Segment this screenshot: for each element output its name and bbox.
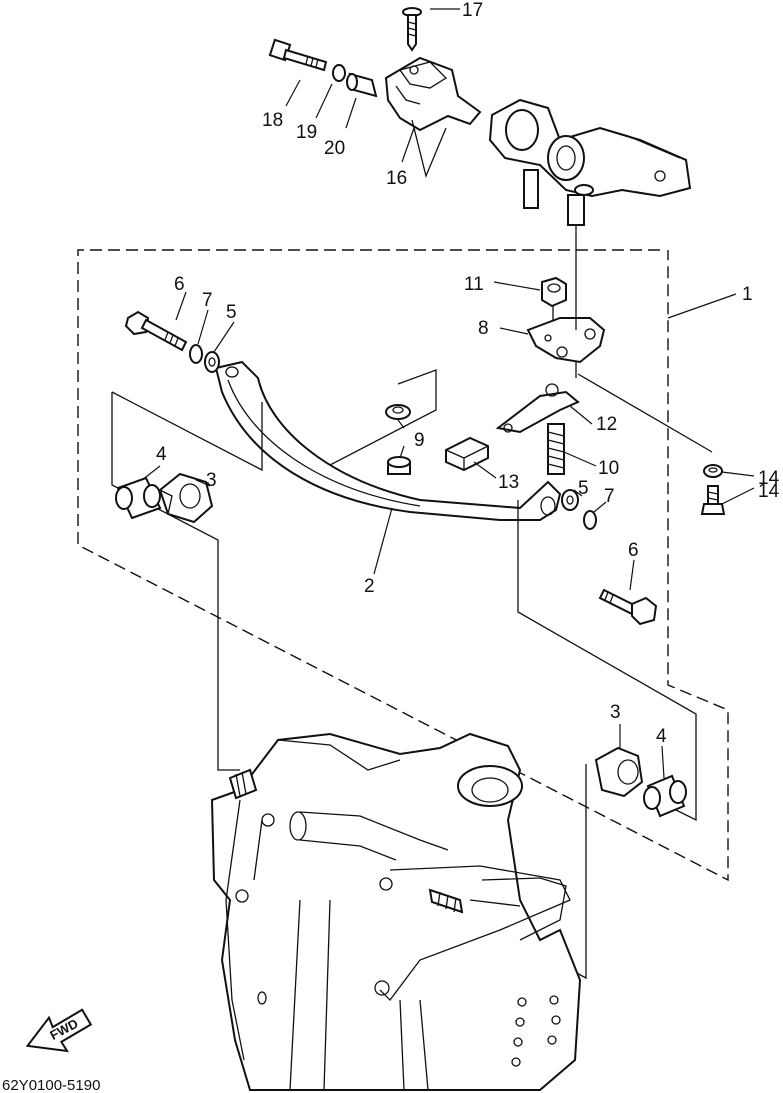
left-guide-frame-top bbox=[111, 391, 263, 472]
nut-11 bbox=[541, 276, 567, 308]
callouts: 17 18 19 20 16 1 11 8 6 7 5 9 12 10 13 1… bbox=[156, 0, 753, 747]
callout-1: 1 bbox=[742, 284, 753, 305]
washer-7-left bbox=[189, 344, 203, 364]
clamp-bracket bbox=[210, 732, 582, 1091]
washer-5-right bbox=[561, 489, 579, 511]
callout-6-left: 6 bbox=[174, 274, 185, 295]
callout-7-right: 7 bbox=[604, 486, 615, 507]
left-guide-frame bbox=[111, 392, 240, 771]
washer-5-left bbox=[204, 351, 220, 373]
callout-5-left: 5 bbox=[226, 302, 237, 323]
assembly-1-boundary bbox=[77, 249, 729, 882]
callout-6-right: 6 bbox=[628, 540, 639, 561]
bolt-6-right bbox=[598, 588, 658, 626]
callout-20: 20 bbox=[324, 138, 345, 159]
bolt-18 bbox=[268, 38, 328, 72]
callout-7-left: 7 bbox=[202, 290, 213, 311]
nut-3-left bbox=[158, 472, 214, 524]
tie-bar-2 bbox=[214, 360, 562, 521]
spring-10 bbox=[547, 423, 565, 475]
callout-12: 12 bbox=[596, 414, 617, 435]
collar-20 bbox=[346, 72, 378, 98]
callout-9: 9 bbox=[414, 430, 425, 451]
steering-plate-8 bbox=[526, 226, 606, 364]
callout-11: 11 bbox=[464, 274, 484, 295]
callout-16: 16 bbox=[386, 168, 407, 189]
callout-14-label: 14 bbox=[758, 481, 780, 502]
grommet-9-lower bbox=[387, 456, 411, 475]
screw-17 bbox=[402, 7, 422, 52]
fwd-arrow: FWD bbox=[25, 1008, 93, 1053]
link-arm-12 bbox=[495, 383, 580, 434]
callout-3-left: 3 bbox=[206, 470, 217, 491]
callout-8: 8 bbox=[478, 318, 489, 339]
callout-3-right: 3 bbox=[610, 702, 621, 723]
block-13 bbox=[445, 436, 489, 472]
callout-2: 2 bbox=[364, 576, 375, 597]
callout-5-right: 5 bbox=[578, 478, 589, 499]
upper-steering-bracket bbox=[488, 98, 692, 226]
collar-4-right bbox=[643, 774, 687, 818]
callout-13: 13 bbox=[498, 472, 519, 493]
bracket-16 bbox=[384, 56, 482, 179]
figure-code: 62Y0100-5190 bbox=[2, 1077, 100, 1093]
washer-7-right bbox=[583, 510, 597, 530]
callout-4-left: 4 bbox=[156, 444, 167, 465]
bolt-14 bbox=[700, 485, 726, 515]
washer-15 bbox=[703, 464, 723, 478]
collar-4-left bbox=[115, 476, 162, 520]
grommet-9-upper bbox=[385, 404, 411, 420]
bolt-6-left bbox=[124, 310, 188, 352]
washer-19 bbox=[332, 64, 346, 82]
callout-4-right: 4 bbox=[656, 726, 667, 747]
right-guide-frame bbox=[517, 500, 697, 822]
callout-10: 10 bbox=[598, 458, 619, 479]
nut-3-right bbox=[594, 746, 644, 798]
callout-15-label: 14 bbox=[758, 468, 780, 489]
callout-17: 17 bbox=[462, 0, 483, 21]
callout-19: 19 bbox=[296, 122, 317, 143]
callout-18: 18 bbox=[262, 110, 283, 131]
leader-lines bbox=[141, 8, 755, 779]
